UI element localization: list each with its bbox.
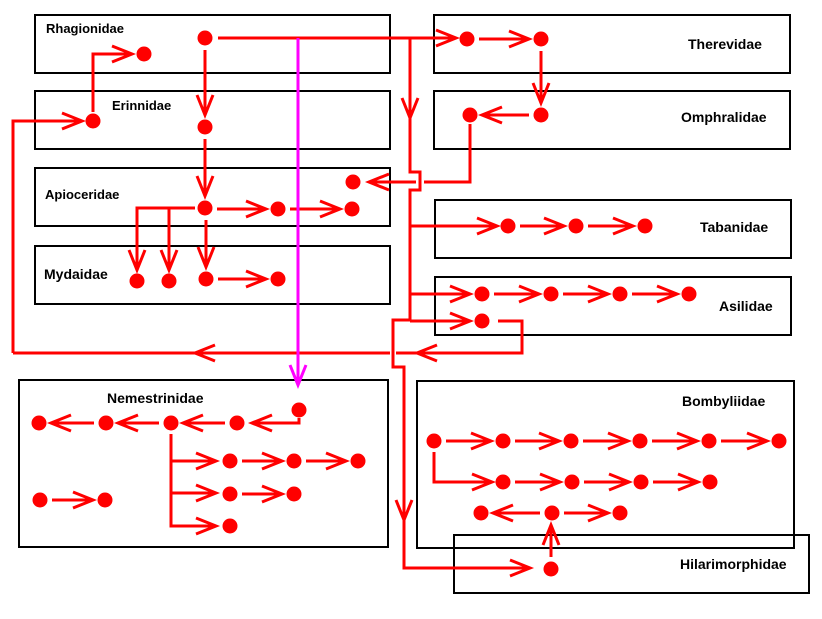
edge-apio-to-mydaidae-a	[135, 206, 195, 270]
node-mydaidae-d	[270, 271, 286, 287]
node-asilidae-e	[474, 313, 490, 329]
node-bombyliidae-row2-0	[495, 474, 511, 490]
node-bombyliidae-row2-2	[633, 474, 649, 490]
node-nemestrinidae-h	[222, 486, 238, 502]
node-erinnidae-a	[85, 113, 101, 129]
box-tabanidae	[434, 199, 792, 259]
edge-omphralidae-to-apioceridae	[424, 124, 472, 184]
label-apioceridae: Apioceridae	[45, 187, 119, 202]
node-bombyliidae-row3-c	[612, 505, 628, 521]
label-rhagionidae: Rhagionidae	[46, 21, 124, 36]
node-mydaidae-b	[161, 273, 177, 289]
box-asilidae	[434, 276, 792, 336]
node-rhagionidae-root	[197, 30, 213, 46]
node-nemestrinidae-f	[286, 453, 302, 469]
node-bombyliidae-row3-b	[544, 505, 560, 521]
node-nemestrinidae-l	[97, 492, 113, 508]
node-apioceridae-c	[344, 201, 360, 217]
node-tabanidae-b	[568, 218, 584, 234]
node-nemestrinidae-i	[286, 486, 302, 502]
node-bombyliidae-row1-1	[495, 433, 511, 449]
node-asilidae-d	[681, 286, 697, 302]
node-rhagionidae-tip	[136, 46, 152, 62]
node-therevidae-b	[533, 31, 549, 47]
label-therevidae: Therevidae	[688, 36, 762, 52]
label-mydaidae: Mydaidae	[44, 266, 108, 282]
box-nemestrinidae	[18, 379, 389, 548]
node-nemestrinidae-k	[32, 492, 48, 508]
node-nemestrinidae-root	[291, 402, 307, 418]
node-nemestrinidae-e	[222, 453, 238, 469]
box-mydaidae	[34, 245, 391, 305]
node-mydaidae-c	[198, 271, 214, 287]
node-nemestrinidae-b	[163, 415, 179, 431]
node-hilarimorphidae	[543, 561, 559, 577]
node-therevidae-a	[459, 31, 475, 47]
node-asilidae-a	[474, 286, 490, 302]
label-asilidae: Asilidae	[719, 298, 773, 314]
node-bombyliidae-row1-3	[632, 433, 648, 449]
node-apioceridae-a	[197, 200, 213, 216]
node-tabanidae-a	[500, 218, 516, 234]
family-labels: Rhagionidae Erinnidae Apioceridae Mydaid…	[44, 21, 787, 572]
label-erinnidae: Erinnidae	[112, 98, 171, 113]
label-tabanidae: Tabanidae	[700, 219, 768, 235]
node-asilidae-b	[543, 286, 559, 302]
label-bombyliidae: Bombyliidae	[682, 393, 765, 409]
box-therevidae	[433, 14, 791, 74]
label-omphralidae: Omphralidae	[681, 109, 767, 125]
node-bombyliidae-row3-a	[473, 505, 489, 521]
node-nemestrinidae-j	[222, 518, 238, 534]
node-nemestrinidae-d	[31, 415, 47, 431]
nodes	[31, 30, 787, 577]
node-apioceridae-d	[345, 174, 361, 190]
arrowheads	[46, 28, 772, 578]
node-bombyliidae-row2-1	[564, 474, 580, 490]
family-boxes	[18, 14, 810, 594]
edge-bombyliidae-branch	[432, 452, 490, 484]
label-nemestrinidae: Nemestrinidae	[107, 390, 204, 406]
edge-asilidae-loop	[396, 319, 524, 355]
node-bombyliidae-row1-2	[563, 433, 579, 449]
node-asilidae-c	[612, 286, 628, 302]
node-bombyliidae-row1-5	[771, 433, 787, 449]
node-mydaidae-a	[129, 273, 145, 289]
node-bombyliidae-row2-3	[702, 474, 718, 490]
node-erinnidae-b	[197, 119, 213, 135]
box-omphralidae	[433, 90, 791, 150]
label-hilarimorphidae: Hilarimorphidae	[680, 556, 787, 572]
edge-nemestrinidae-root	[260, 418, 301, 425]
node-bombyliidae-row1-4	[701, 433, 717, 449]
node-bombyliidae-row1-0	[426, 433, 442, 449]
node-nemestrinidae-g	[350, 453, 366, 469]
node-apioceridae-b	[270, 201, 286, 217]
node-omphralidae-a	[533, 107, 549, 123]
node-nemestrinidae-a	[229, 415, 245, 431]
edge-trunk	[391, 38, 530, 570]
node-omphralidae-b	[462, 107, 478, 123]
box-hilarimorphidae	[453, 534, 810, 594]
edge-loop-left	[11, 119, 72, 353]
node-tabanidae-c	[637, 218, 653, 234]
node-nemestrinidae-c	[98, 415, 114, 431]
